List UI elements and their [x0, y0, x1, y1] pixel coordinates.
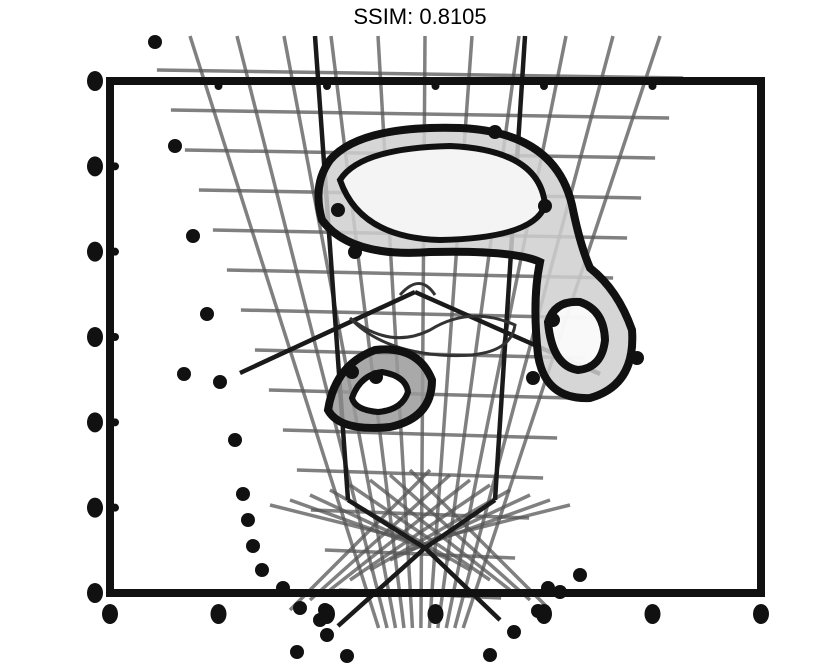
x-tick-mark — [323, 82, 331, 90]
y-tick-mark — [111, 162, 119, 171]
y-tick-mark — [87, 583, 103, 603]
y-tick-mark — [87, 71, 103, 91]
grid-line — [349, 483, 491, 582]
y-tick-mark — [111, 418, 119, 427]
scatter-point — [236, 487, 250, 501]
scatter-point — [186, 229, 200, 243]
scatter-point — [228, 433, 242, 447]
scatter-point — [241, 513, 255, 527]
axis-line — [423, 546, 502, 622]
grid-line — [289, 498, 431, 552]
x-tick-mark — [102, 604, 118, 624]
scatter-point — [340, 649, 354, 663]
x-tick-mark — [644, 604, 661, 624]
scatter-point — [526, 371, 540, 385]
grid-line — [308, 473, 452, 602]
scatter-point — [507, 625, 521, 639]
right-loop-contour — [543, 297, 610, 375]
y-tick-mark — [111, 247, 119, 256]
y-tick-mark — [87, 241, 103, 262]
y-tick-mark — [111, 333, 119, 341]
x-tick-mark — [210, 604, 227, 624]
x-tick-mark — [540, 82, 548, 90]
scatter-point — [573, 568, 587, 582]
scatter-point — [293, 601, 307, 615]
x-tick-mark — [753, 604, 769, 624]
axis-line — [423, 498, 497, 550]
chart-title: SSIM: 0.8105 — [353, 4, 487, 29]
y-tick-mark — [87, 327, 103, 347]
y-tick-mark — [87, 497, 103, 518]
scatter-point — [168, 139, 182, 153]
axis-line — [492, 35, 528, 501]
scatter-point — [255, 563, 269, 577]
grid-line — [429, 503, 571, 542]
x-tick-mark — [536, 604, 552, 624]
y-tick-mark — [111, 503, 119, 512]
axis-line — [346, 498, 427, 550]
scatter-point — [369, 370, 383, 384]
scatter-point — [213, 375, 227, 389]
x-tick-mark — [648, 82, 657, 90]
grid-line — [282, 428, 558, 440]
scatter-point — [546, 313, 560, 327]
scatter-point — [483, 648, 497, 662]
scatter-point — [177, 367, 191, 381]
inner-contour-line — [398, 282, 437, 297]
grid-line — [156, 68, 684, 80]
axis-line — [239, 289, 416, 376]
scatter-point — [148, 35, 162, 49]
grid-line — [296, 468, 544, 480]
contour-layer — [314, 123, 637, 432]
scatter-point — [345, 365, 359, 379]
scatter-point — [488, 125, 502, 139]
scatter-point — [200, 307, 214, 321]
plot-frame — [106, 77, 765, 597]
y-tick-mark — [111, 77, 119, 85]
x-tick-mark — [106, 82, 114, 90]
grid-line — [170, 108, 670, 120]
x-tick-mark — [431, 82, 440, 90]
scatter-point — [246, 539, 260, 553]
scatter-point — [348, 245, 362, 259]
y-tick-mark — [87, 412, 103, 433]
scatter-point — [538, 199, 552, 213]
grid-line — [408, 468, 552, 612]
scatter-point — [290, 645, 304, 659]
x-tick-mark — [214, 82, 223, 90]
scatter-point — [320, 628, 334, 642]
y-tick-mark — [87, 156, 103, 177]
grid-line — [254, 348, 586, 360]
x-tick-mark — [757, 82, 765, 90]
grid-line — [388, 473, 532, 602]
axis-line — [336, 546, 427, 628]
x-tick-mark — [427, 604, 444, 624]
y-tick-mark — [111, 589, 119, 597]
grid-line — [269, 503, 411, 542]
scatter-point — [630, 351, 644, 365]
tick-marks — [87, 71, 769, 624]
scatter-point — [331, 203, 345, 217]
x-tick-mark — [319, 604, 335, 624]
grid-line — [288, 468, 432, 612]
grid-line — [188, 35, 381, 629]
